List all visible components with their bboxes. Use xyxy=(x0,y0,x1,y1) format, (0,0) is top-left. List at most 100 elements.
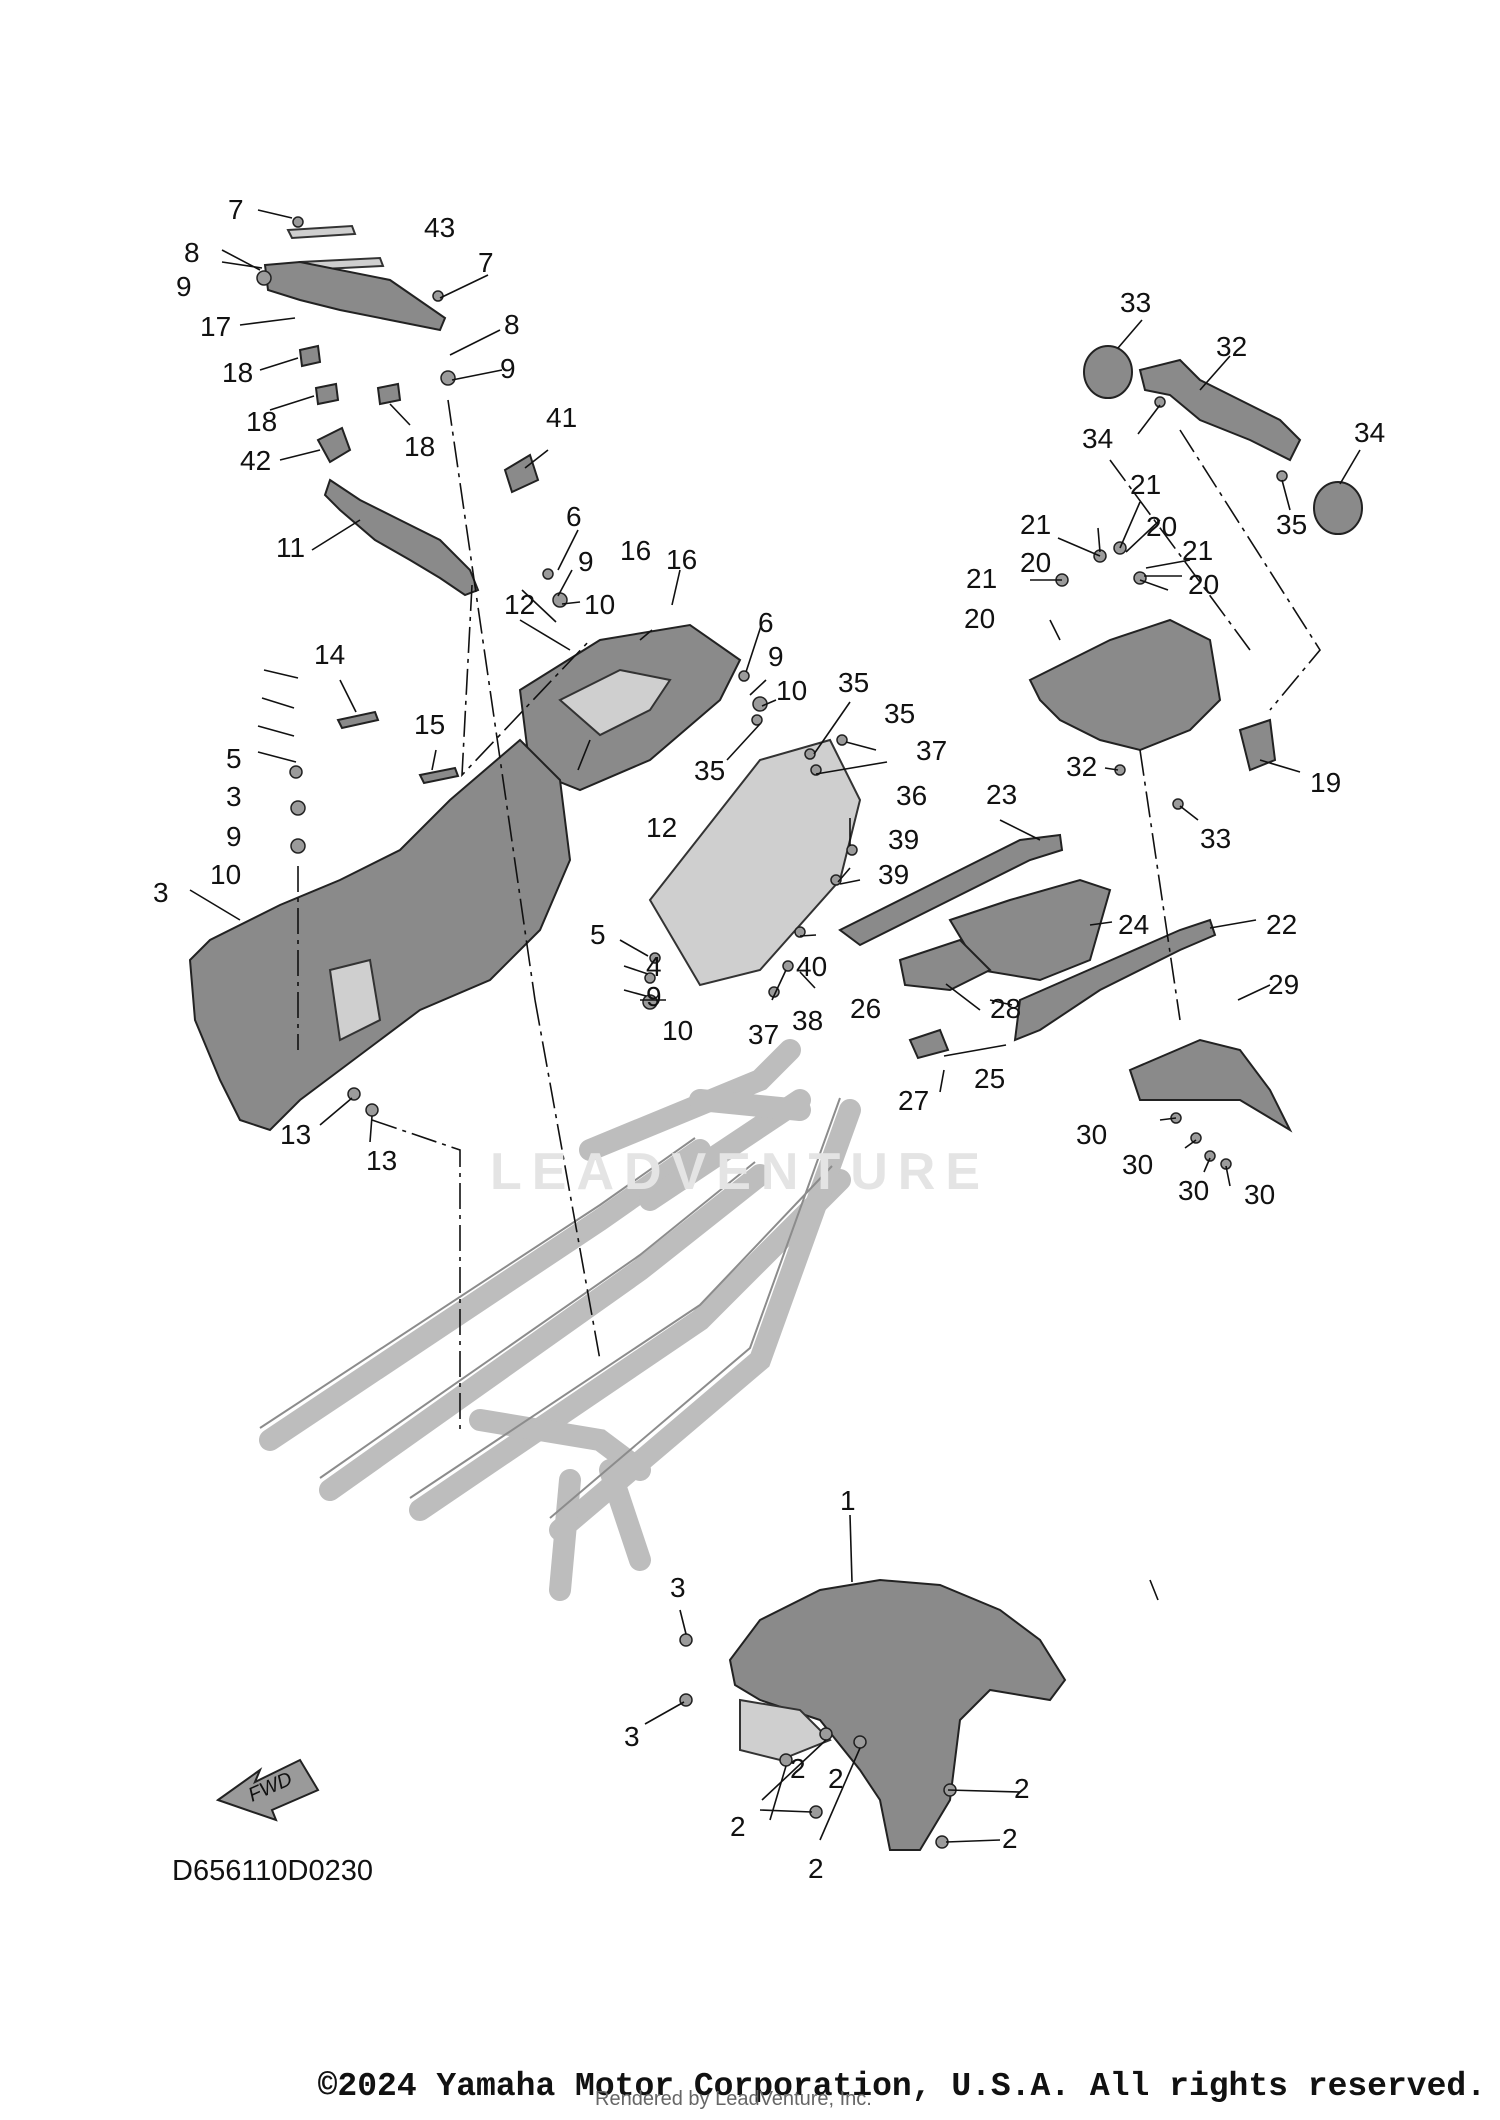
callout-12: 12 xyxy=(504,589,535,620)
callout-10: 9 xyxy=(500,353,516,384)
callout-15: 15 xyxy=(414,709,445,740)
part-1-front-fender-lower xyxy=(739,1698,832,1762)
callout-2: 2 xyxy=(828,1763,844,1794)
callout-35: 35 xyxy=(884,698,915,729)
alignment-lines xyxy=(297,399,1321,1430)
callout-30: 30 xyxy=(1122,1149,1153,1180)
callout-9: 9 xyxy=(768,641,784,672)
callout-33: 33 xyxy=(1120,287,1151,318)
callout-22: 22 xyxy=(1266,909,1297,940)
callout-10: 9 xyxy=(176,271,192,302)
callout-6: 5 xyxy=(226,743,242,774)
watermark: LEADVENTURE xyxy=(490,1143,991,1201)
callout-29: 29 xyxy=(1268,969,1299,1000)
callout-21: 21 xyxy=(966,563,997,594)
part-22-bracket xyxy=(1013,918,1217,1042)
diagram-code: D656110D0230 xyxy=(172,1855,374,1887)
callout-12: 12 xyxy=(646,812,677,843)
callout-21: 21 xyxy=(1020,509,1051,540)
callout-30: 30 xyxy=(1076,1119,1107,1150)
callout-20: 20 xyxy=(1188,569,1219,600)
callout-42: 43 xyxy=(424,212,455,243)
part-24-fender xyxy=(948,878,1112,982)
callout-9: 9 xyxy=(646,981,662,1012)
part-12-bracket-plate xyxy=(648,738,862,987)
part-18-damper xyxy=(376,382,402,406)
callout-2: 2 xyxy=(808,1853,824,1884)
callout-18: 18 xyxy=(222,357,253,388)
leader-lines xyxy=(189,209,1361,1843)
callout-8: 7 xyxy=(228,194,244,225)
callout-10: 10 xyxy=(584,589,615,620)
callout-20: 20 xyxy=(1146,511,1177,542)
part-12-tray-inner xyxy=(558,668,672,737)
callouts: 7 43 8 9 7 17 8 9 18 18 18 41 42 11 6 9 … xyxy=(153,194,1385,1884)
callout-17: 17 xyxy=(200,311,231,342)
callout-16: 16 xyxy=(620,535,651,566)
callout-18: 18 xyxy=(246,406,277,437)
part-25-clamp xyxy=(908,1028,950,1060)
callout-37: 38 xyxy=(792,1005,823,1036)
part-14-strap xyxy=(336,710,380,730)
callout-2: 2 xyxy=(790,1753,806,1784)
callout-38: 39 xyxy=(888,824,919,855)
callout-20: 20 xyxy=(1020,547,1051,578)
part-19-lens xyxy=(1238,718,1277,772)
callout-34: 34 xyxy=(1082,423,1113,454)
callout-32: 33 xyxy=(1200,823,1231,854)
callout-39: 40 xyxy=(796,951,827,982)
callout-27: 27 xyxy=(898,1085,929,1116)
part-29-plate xyxy=(1128,1038,1293,1133)
callout-14: 14 xyxy=(314,639,345,670)
part-15-strap xyxy=(418,766,460,785)
callout-13: 13 xyxy=(366,1145,397,1176)
callout-4: 3 xyxy=(153,877,169,908)
callout-5: 3 xyxy=(226,781,242,812)
part-41-cover xyxy=(316,426,352,464)
callout-18: 18 xyxy=(404,431,435,462)
part-4-rear-cowl xyxy=(188,738,572,1132)
callout-21: 21 xyxy=(1182,535,1213,566)
part-40-cover xyxy=(503,453,540,494)
callout-35: 35 xyxy=(694,755,725,786)
callout-7: 6 xyxy=(566,501,582,532)
part-33-reflector xyxy=(1313,481,1363,535)
callout-10: 10 xyxy=(776,675,807,706)
callout-28: 28 xyxy=(990,993,1021,1024)
part-43-sticker xyxy=(286,224,357,240)
copyright-notice: ©2024 Yamaha Motor Corporation, U.S.A. A… xyxy=(317,2068,1486,2105)
callout-23: 23 xyxy=(986,779,1017,810)
callout-16: 16 xyxy=(666,544,697,575)
callout-30: 30 xyxy=(1178,1175,1209,1206)
callout-35: 35 xyxy=(838,667,869,698)
callout-3: 2 xyxy=(1014,1773,1030,1804)
part-23-bracket xyxy=(838,833,1064,947)
part-26-bracket xyxy=(898,938,992,992)
callout-32: 32 xyxy=(1066,751,1097,782)
fwd-arrow-icon: FWD xyxy=(215,1758,320,1822)
callout-7: 6 xyxy=(758,607,774,638)
callout-3: 3 xyxy=(624,1721,640,1752)
callout-41: 42 xyxy=(240,445,271,476)
rendered-by-credit: Rendered by LeadVenture, Inc. xyxy=(595,2088,872,2110)
callout-3: 2 xyxy=(1002,1823,1018,1854)
callout-1: 1 xyxy=(840,1485,856,1516)
part-18-damper xyxy=(298,344,322,368)
callout-9: 8 xyxy=(184,237,200,268)
callout-24: 24 xyxy=(1118,909,1149,940)
callout-10: 10 xyxy=(662,1015,693,1046)
callout-8: 7 xyxy=(478,247,494,278)
callout-10: 10 xyxy=(210,859,241,890)
callout-39: 39 xyxy=(878,859,909,890)
callout-9: 9 xyxy=(226,821,242,852)
callout-30: 30 xyxy=(1244,1179,1275,1210)
callout-19: 19 xyxy=(1310,767,1341,798)
callout-9: 8 xyxy=(504,309,520,340)
callout-33: 34 xyxy=(1354,417,1385,448)
part-11-bracket xyxy=(323,478,480,597)
callout-9: 9 xyxy=(578,546,594,577)
callout-26: 26 xyxy=(850,993,881,1024)
callout-31: 32 xyxy=(1216,331,1247,362)
